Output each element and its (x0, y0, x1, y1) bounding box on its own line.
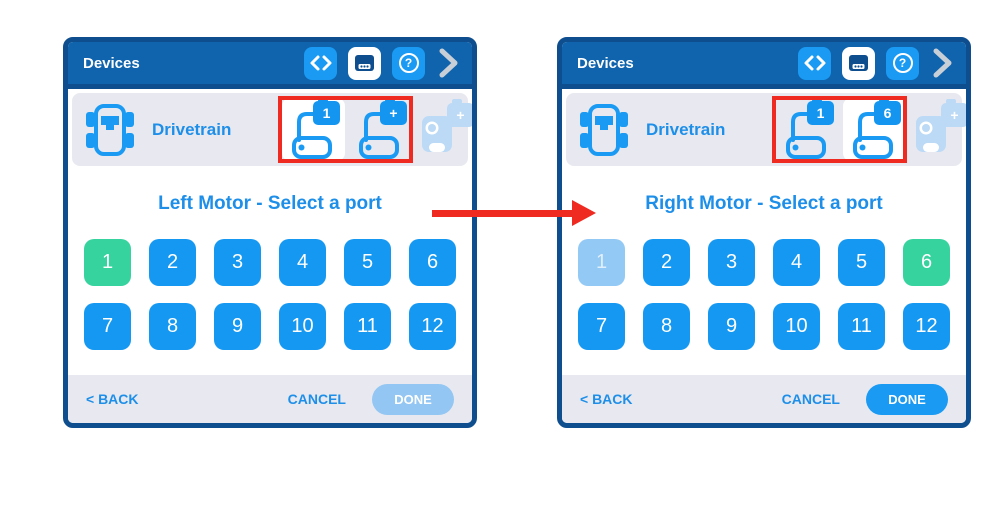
device-config-panel-left: Devices ? (63, 37, 477, 428)
code-icon[interactable] (304, 46, 337, 80)
port-2-button[interactable]: 2 (149, 239, 196, 286)
drivetrain-label: Drivetrain (152, 119, 232, 139)
gyro-add-glyph: + (447, 99, 472, 127)
chevron-right-icon[interactable] (930, 47, 954, 79)
right-motor-port-number: 6 (874, 97, 901, 125)
done-button[interactable]: DONE (866, 383, 948, 415)
port-3-button[interactable]: 3 (708, 239, 755, 286)
drivetrain-icon (86, 103, 134, 156)
gyro-add-glyph: + (941, 99, 966, 127)
brain-icon[interactable] (842, 46, 875, 80)
code-icon[interactable] (798, 46, 831, 80)
back-button[interactable]: < BACK (86, 391, 139, 407)
gyro-add-badge[interactable]: + (416, 98, 472, 161)
left-motor-port-number: 1 (807, 97, 834, 125)
port-10-button[interactable]: 10 (279, 303, 326, 350)
port-5-button[interactable]: 5 (344, 239, 391, 286)
port-10-button[interactable]: 10 (773, 303, 820, 350)
header-icon-group: ? (304, 46, 460, 80)
port-3-button[interactable]: 3 (214, 239, 261, 286)
drivetrain-info: Drivetrain (81, 100, 231, 159)
port-7-button[interactable]: 7 (578, 303, 625, 350)
done-button[interactable]: DONE (372, 383, 454, 415)
step-title: Right Motor - Select a port (645, 193, 883, 214)
port-4-button[interactable]: 4 (773, 239, 820, 286)
devices-title: Devices (577, 54, 634, 72)
device-config-panel-right: Devices ? (557, 37, 971, 428)
back-button[interactable]: < BACK (580, 391, 633, 407)
devices-header: Devices ? (68, 42, 472, 89)
chevron-right-icon[interactable] (436, 47, 460, 79)
port-9-button[interactable]: 9 (214, 303, 261, 350)
help-icon[interactable]: ? (392, 46, 425, 80)
port-2-button[interactable]: 2 (643, 239, 690, 286)
gyro-add-badge[interactable]: + (910, 98, 966, 161)
header-icon-group: ? (798, 46, 954, 80)
right-motor-port-badge[interactable]: 6 (843, 97, 906, 161)
right-motor-port-number: + (380, 97, 407, 125)
right-motor-port-badge[interactable]: + (349, 97, 412, 161)
port-6-button[interactable]: 6 (903, 239, 950, 286)
port-8-button[interactable]: 8 (149, 303, 196, 350)
drivetrain-info: Drivetrain (575, 100, 725, 159)
help-icon[interactable]: ? (886, 46, 919, 80)
port-4-button[interactable]: 4 (279, 239, 326, 286)
port-9-button[interactable]: 9 (708, 303, 755, 350)
port-12-button[interactable]: 12 (903, 303, 950, 350)
step-title: Left Motor - Select a port (158, 193, 382, 214)
question-mark-glyph: ? (892, 53, 913, 73)
brain-icon[interactable] (348, 46, 381, 80)
footer-bar: < BACK CANCEL DONE (68, 375, 472, 423)
port-8-button[interactable]: 8 (643, 303, 690, 350)
left-motor-port-badge[interactable]: 1 (282, 97, 345, 161)
port-7-button[interactable]: 7 (84, 303, 131, 350)
port-11-button[interactable]: 11 (838, 303, 885, 350)
cancel-button[interactable]: CANCEL (781, 391, 840, 407)
drivetrain-label: Drivetrain (646, 119, 726, 139)
port-5-button[interactable]: 5 (838, 239, 885, 286)
drivetrain-icon (580, 103, 628, 156)
devices-header: Devices ? (562, 42, 966, 89)
drivetrain-device-row[interactable]: Drivetrain 1 6 + (566, 93, 966, 166)
port-12-button[interactable]: 12 (409, 303, 456, 350)
port-1-button[interactable]: 1 (84, 239, 131, 286)
port-6-button[interactable]: 6 (409, 239, 456, 286)
footer-bar: < BACK CANCEL DONE (562, 375, 966, 423)
cancel-button[interactable]: CANCEL (287, 391, 346, 407)
drivetrain-device-row[interactable]: Drivetrain 1 + + (72, 93, 472, 166)
port-1-button[interactable]: 1 (578, 239, 625, 286)
left-motor-port-number: 1 (313, 97, 340, 125)
left-motor-port-badge[interactable]: 1 (776, 97, 839, 161)
port-11-button[interactable]: 11 (344, 303, 391, 350)
question-mark-glyph: ? (398, 53, 419, 73)
devices-title: Devices (83, 54, 140, 72)
